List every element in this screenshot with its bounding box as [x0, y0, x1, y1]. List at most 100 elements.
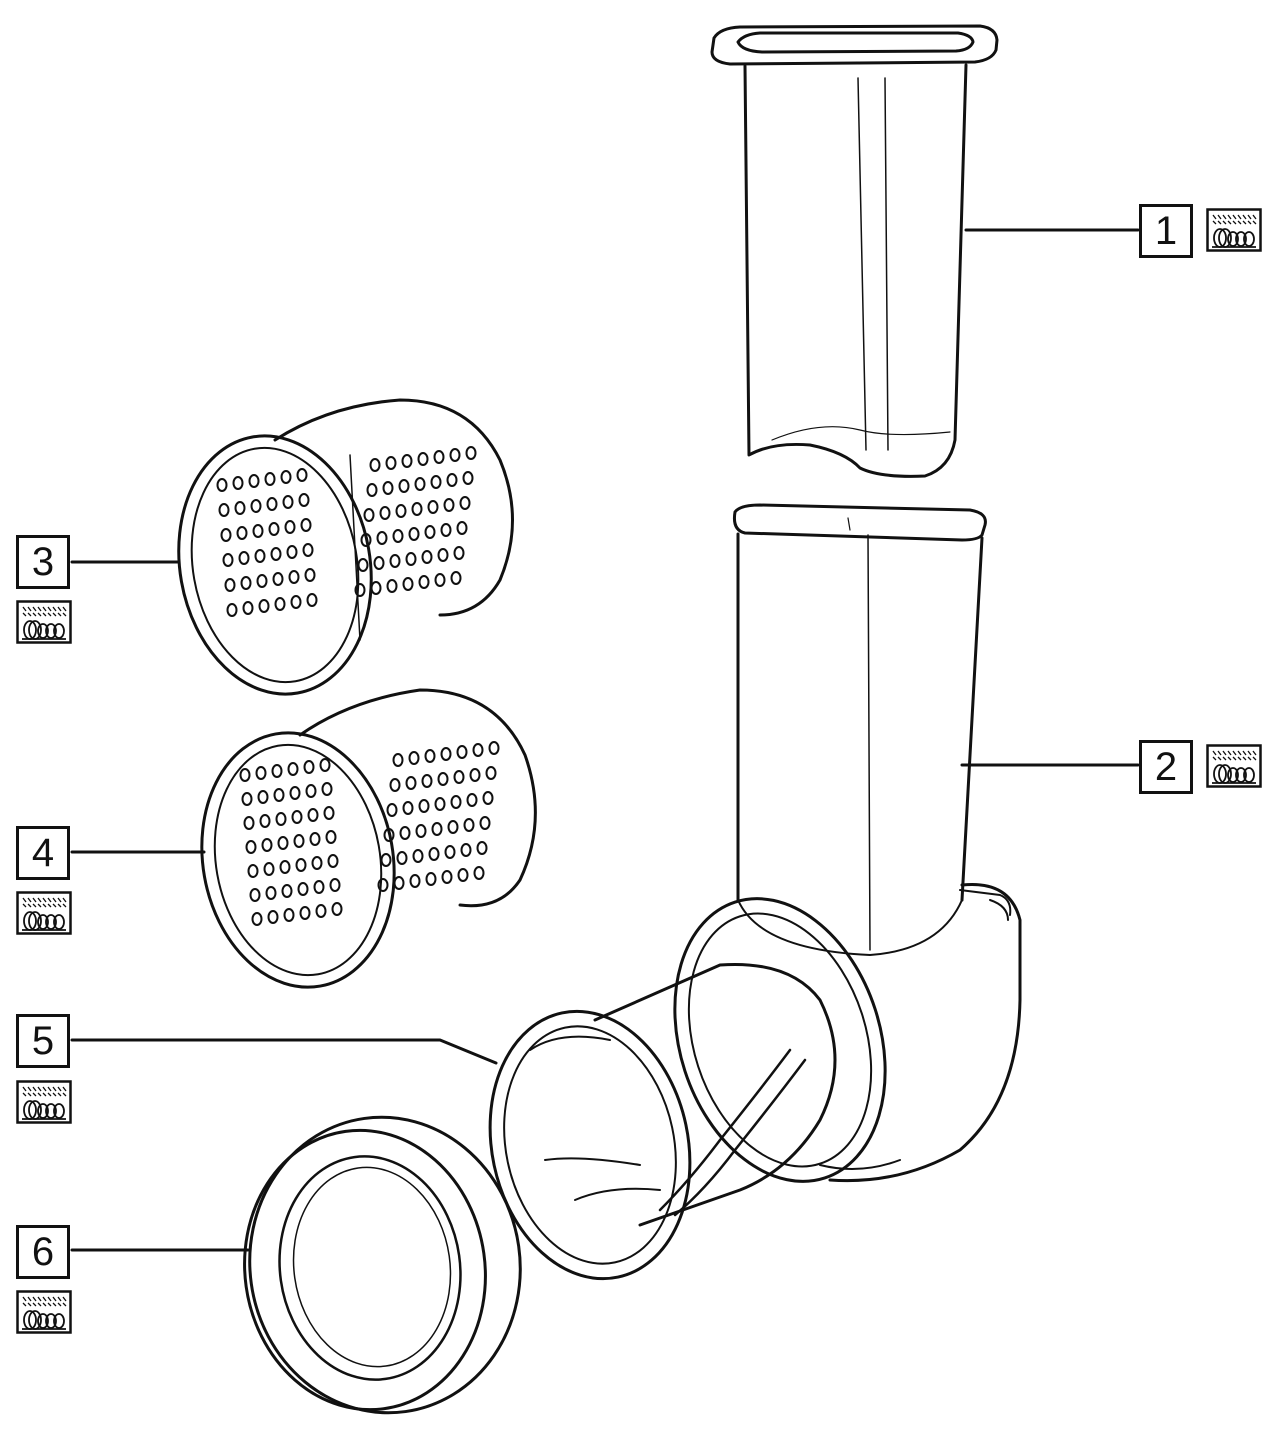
- grater-hole: [220, 528, 232, 542]
- grater-hole: [463, 818, 475, 832]
- grater-hole: [248, 474, 260, 488]
- grater-hole: [357, 558, 369, 572]
- grater-hole: [385, 456, 397, 470]
- grater-hole: [256, 574, 268, 588]
- grater-hole: [327, 854, 339, 868]
- grater-hole: [282, 495, 294, 509]
- grater-hole: [399, 826, 411, 840]
- grater-hole: [402, 577, 414, 591]
- grater-hole: [264, 472, 276, 486]
- grater-hole: [243, 816, 255, 830]
- grater-hole: [386, 579, 398, 593]
- grater-hole: [427, 500, 439, 514]
- grater-hole: [216, 478, 228, 492]
- grater-hole: [226, 603, 238, 617]
- grater-hole: [313, 880, 325, 894]
- grater-hole: [415, 824, 427, 838]
- grater-hole: [266, 497, 278, 511]
- grater-hole: [311, 856, 323, 870]
- grater-hole: [405, 776, 417, 790]
- grater-hole: [267, 910, 279, 924]
- callout-6-label: 6: [16, 1225, 70, 1279]
- grater-hole: [428, 847, 440, 861]
- grater-hole: [236, 526, 248, 540]
- grater-hole: [270, 547, 282, 561]
- grater-hole: [450, 571, 462, 585]
- grater-hole: [245, 840, 257, 854]
- grater-hole: [232, 476, 244, 490]
- grater-hole: [363, 508, 375, 522]
- grater-hole: [257, 790, 269, 804]
- grater-hole: [417, 452, 429, 466]
- grater-hole: [402, 801, 414, 815]
- leader-5: [70, 1038, 498, 1065]
- part-housing: [673, 503, 1022, 1183]
- grater-hole: [321, 782, 333, 796]
- grater-hole: [300, 518, 312, 532]
- grater-hole: [295, 858, 307, 872]
- grater-hole: [299, 906, 311, 920]
- grater-hole: [247, 864, 259, 878]
- grater-hole: [307, 808, 319, 822]
- grater-hole: [473, 866, 485, 880]
- grater-hole: [303, 760, 315, 774]
- grater-hole: [293, 834, 305, 848]
- grater-hole: [254, 549, 266, 563]
- grater-hole: [472, 743, 484, 757]
- dishwasher-safe-icon: [16, 891, 72, 935]
- part-pusher: [710, 24, 999, 478]
- grater-hole: [398, 479, 410, 493]
- callout-1-label: 1: [1139, 204, 1193, 258]
- grater-hole: [424, 525, 436, 539]
- grater-hole: [315, 904, 327, 918]
- grater-hole: [476, 841, 488, 855]
- grater-hole: [441, 870, 453, 884]
- grater-hole: [460, 843, 472, 857]
- grater-hole: [418, 575, 430, 589]
- part-fine-grater: [200, 688, 537, 989]
- grater-hole: [369, 458, 381, 472]
- grater-hole: [408, 527, 420, 541]
- grater-hole: [281, 884, 293, 898]
- grater-hole: [251, 912, 263, 926]
- grater-hole: [393, 876, 405, 890]
- grater-hole: [297, 882, 309, 896]
- grater-hole: [249, 888, 261, 902]
- grater-hole: [382, 481, 394, 495]
- grater-hole: [265, 886, 277, 900]
- grater-hole: [255, 766, 267, 780]
- grater-hole: [440, 747, 452, 761]
- grater-hole: [425, 872, 437, 886]
- grater-hole: [377, 878, 389, 892]
- grater-hole: [443, 498, 455, 512]
- grater-hole: [289, 786, 301, 800]
- grater-hole: [222, 553, 234, 567]
- grater-hole: [431, 822, 443, 836]
- grater-hole: [485, 766, 497, 780]
- grater-hole: [288, 570, 300, 584]
- grater-hole: [414, 477, 426, 491]
- grater-hole: [430, 475, 442, 489]
- part-coarse-grater: [177, 398, 514, 696]
- grater-hole: [437, 548, 449, 562]
- grater-hole: [434, 573, 446, 587]
- leader-lines: [70, 228, 1140, 1252]
- callout-2-label: 2: [1139, 740, 1193, 794]
- grater-hole: [280, 470, 292, 484]
- grater-hole: [309, 832, 321, 846]
- grater-hole: [242, 601, 254, 615]
- grater-hole: [411, 502, 423, 516]
- grater-hole: [488, 741, 500, 755]
- grater-hole: [421, 774, 433, 788]
- callout-5-label: 5: [16, 1014, 70, 1068]
- grater-hole: [482, 791, 494, 805]
- grater-hole: [456, 745, 468, 759]
- grater-hole: [401, 454, 413, 468]
- grater-hole: [462, 471, 474, 485]
- grater-hole: [437, 772, 449, 786]
- grater-hole: [224, 578, 236, 592]
- grater-hole: [240, 576, 252, 590]
- dishwasher-safe-icon: [16, 600, 72, 644]
- grater-hole: [284, 520, 296, 534]
